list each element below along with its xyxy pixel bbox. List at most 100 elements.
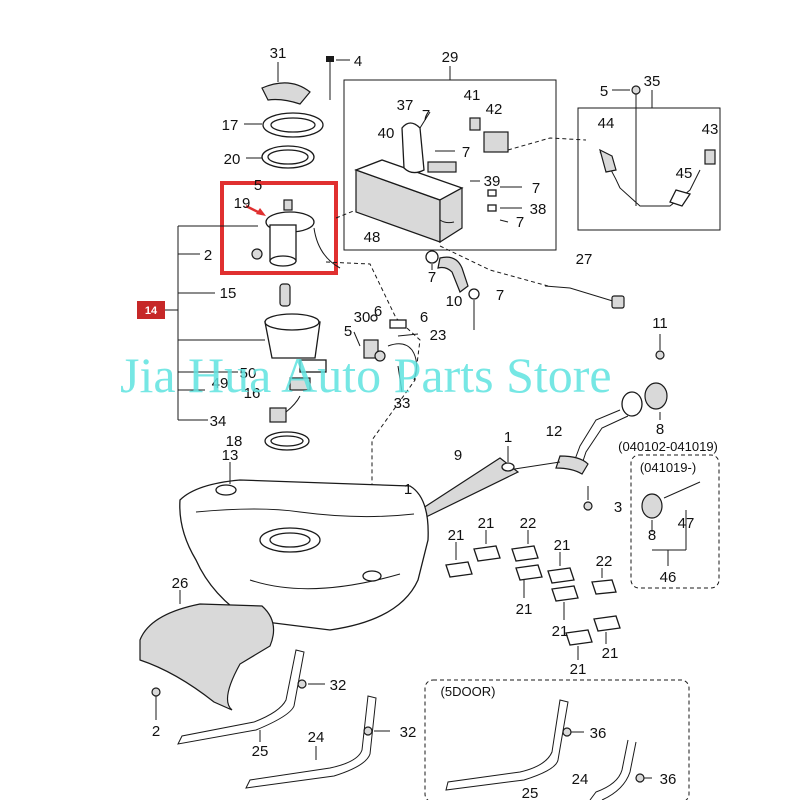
part-45-hose	[669, 189, 692, 207]
part-10-hose	[437, 256, 469, 293]
pad-22-b	[591, 579, 617, 595]
pad-21-a	[445, 561, 473, 578]
label-18: 18	[226, 433, 243, 450]
label-21e: 21	[552, 623, 569, 640]
label-47: 47	[678, 515, 695, 532]
part-6-clip	[389, 319, 407, 329]
part-26-heat-shield	[139, 603, 275, 711]
part-33-fitting	[374, 350, 386, 362]
label-39: 39	[484, 173, 501, 190]
part-8-cap	[644, 382, 668, 410]
pad-21-b	[473, 545, 501, 562]
part-32-bolt-a	[297, 679, 307, 689]
label-5a: 5	[600, 83, 608, 100]
label-21d: 21	[516, 601, 533, 618]
label-12: 12	[546, 423, 563, 440]
part-31-cover	[261, 82, 311, 105]
label-31: 31	[270, 45, 287, 62]
label-5b: 5	[254, 177, 262, 194]
label-36b: 36	[660, 771, 677, 788]
part-5-clamp	[631, 85, 641, 95]
part-14-badge-text: 14	[145, 305, 158, 317]
part-25-strap-a	[177, 649, 305, 745]
label-7e: 7	[428, 269, 436, 286]
note-date-range-1: (040102-041019)	[618, 439, 718, 454]
part-24-strap-a	[245, 695, 377, 789]
label-2b: 2	[152, 723, 160, 740]
label-44: 44	[598, 115, 615, 132]
label-3: 3	[614, 499, 622, 516]
part-1-clamp-a	[501, 462, 515, 472]
part-25-strap-b	[445, 699, 569, 791]
label-32a: 32	[330, 677, 347, 694]
fuel-cap-later-box	[630, 454, 720, 589]
pad-21-f	[565, 629, 593, 646]
label-38: 38	[530, 201, 547, 218]
label-22b: 22	[596, 553, 613, 570]
label-50: 50	[240, 365, 257, 382]
label-15: 15	[220, 285, 237, 302]
pad-21-e	[551, 585, 579, 602]
label-21b: 21	[478, 515, 495, 532]
pad-22-a	[511, 545, 539, 562]
label-8b: 8	[648, 527, 656, 544]
label-19: 19	[234, 195, 251, 212]
label-21c: 21	[554, 537, 571, 554]
label-11: 11	[652, 315, 668, 332]
part-8-cap-new	[641, 493, 663, 519]
part-39-valve	[427, 161, 457, 173]
part-34-connector	[269, 407, 287, 423]
label-27: 27	[576, 251, 593, 268]
pad-21-g	[593, 615, 621, 632]
part-41-clip	[469, 117, 481, 131]
filler-neck-end	[621, 391, 643, 417]
label-23: 23	[430, 327, 447, 344]
pad-21-d	[547, 567, 575, 584]
label-25b: 25	[522, 785, 539, 800]
label-7b: 7	[462, 144, 470, 161]
label-4: 4	[354, 53, 362, 70]
label-21g: 21	[570, 661, 587, 678]
vent-hose-group-box	[577, 107, 721, 231]
label-24a: 24	[308, 729, 325, 746]
label-8a: 8	[656, 421, 664, 438]
note-5door: (5DOOR)	[441, 684, 496, 699]
label-9: 9	[454, 447, 462, 464]
label-7f: 7	[496, 287, 504, 304]
label-7a: 7	[422, 107, 430, 124]
label-16: 16	[244, 385, 261, 402]
store-watermark: Jia Hua Auto Parts Store	[120, 347, 612, 403]
label-10: 10	[446, 293, 463, 310]
label-2a: 2	[204, 247, 212, 264]
label-43: 43	[702, 121, 719, 138]
part-42-solenoid	[483, 131, 509, 153]
part-16-sender	[289, 377, 311, 391]
part-32-bolt-b	[363, 726, 373, 736]
part-24-strap-b	[589, 739, 629, 800]
label-5c: 5	[344, 323, 352, 340]
part-44-hose	[599, 148, 617, 173]
label-29: 29	[442, 49, 459, 66]
label-17: 17	[222, 117, 239, 134]
part-14-badge	[137, 301, 165, 319]
label-32b: 32	[400, 724, 417, 741]
label-6a: 6	[374, 303, 382, 320]
highlight-box	[220, 181, 338, 275]
label-24b: 24	[572, 771, 589, 788]
label-46: 46	[660, 569, 677, 586]
part-36-bolt-a	[562, 727, 572, 737]
part-3-bolt	[583, 501, 593, 511]
label-45: 45	[676, 165, 693, 182]
part-7-clamp	[425, 250, 439, 264]
label-25a: 25	[252, 743, 269, 760]
part-2-bolt	[151, 687, 161, 697]
part-13-fuel-tank	[179, 479, 429, 631]
label-49: 49	[212, 375, 229, 392]
part-11-screw	[655, 350, 665, 360]
note-date-range-2: (041019-)	[640, 460, 696, 475]
label-33: 33	[394, 395, 411, 412]
label-41: 41	[464, 87, 481, 104]
part-12-hose	[555, 455, 589, 475]
